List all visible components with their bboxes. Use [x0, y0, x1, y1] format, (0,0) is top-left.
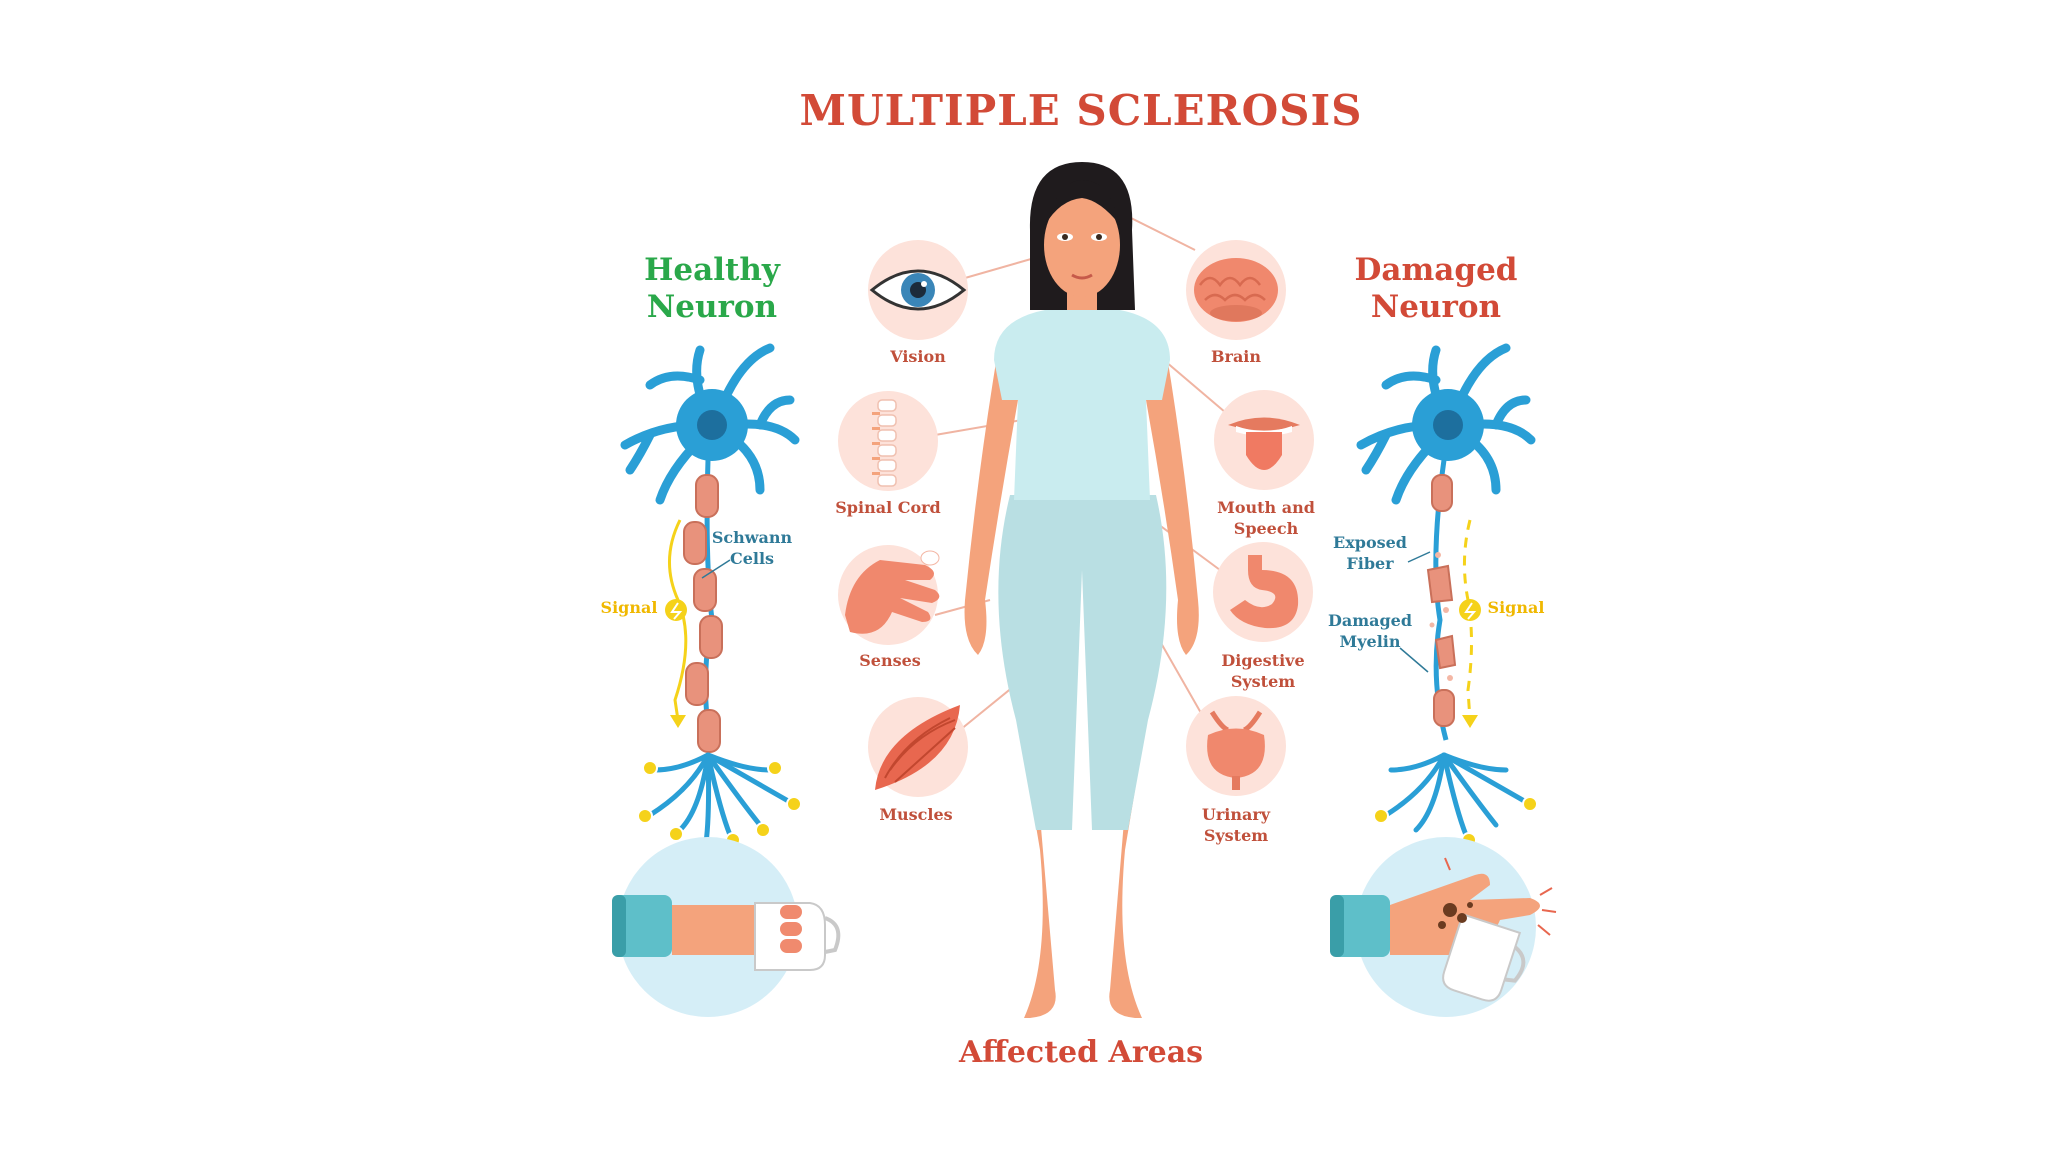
- mouth-icon: [1214, 390, 1314, 490]
- senses-icon: [838, 545, 940, 645]
- healthy-heading-line2: Neuron: [646, 289, 778, 325]
- brain-icon: [1186, 240, 1286, 340]
- mouth-line2: Speech: [1233, 519, 1299, 538]
- healthy-hand-icon: [612, 837, 841, 1017]
- urinary-line1: Urinary: [1201, 805, 1271, 824]
- urinary-line2: System: [1203, 826, 1269, 845]
- senses-label: Senses: [859, 651, 921, 670]
- damaged-heading-line2: Neuron: [1370, 289, 1502, 325]
- urinary-system-label: Urinary System: [1202, 804, 1270, 846]
- digestive-line2: System: [1230, 672, 1296, 691]
- spinal-cord-label: Spinal Cord: [835, 498, 941, 517]
- bladder-icon: [1186, 696, 1286, 796]
- stomach-icon: [1213, 542, 1313, 642]
- spinal-cord-icon: [838, 391, 938, 491]
- woman-figure: [964, 162, 1199, 1018]
- vision-icon: [868, 240, 968, 340]
- damaged-neuron-heading: Damaged Neuron: [1355, 252, 1518, 326]
- healthy-signal-label: Signal: [600, 598, 658, 617]
- vision-label: Vision: [890, 347, 946, 366]
- mouth-line1: Mouth and: [1217, 498, 1315, 517]
- mouth-speech-label: Mouth and Speech: [1217, 497, 1315, 539]
- exposed-fiber-label: Exposed Fiber: [1333, 532, 1407, 574]
- exposed-line2: Fiber: [1346, 554, 1394, 573]
- healthy-neuron: [620, 343, 802, 864]
- myelin-line2: Myelin: [1339, 632, 1401, 651]
- myelin-line1: Damaged: [1327, 611, 1413, 630]
- muscle-icon: [868, 697, 968, 797]
- digestive-line1: Digestive: [1221, 651, 1305, 670]
- schwann-line1: Schwann: [711, 528, 793, 547]
- schwann-cells-label: Schwann Cells: [712, 527, 792, 569]
- schwann-line2: Cells: [729, 549, 775, 568]
- damaged-neuron: [1356, 343, 1538, 848]
- healthy-heading-line1: Healthy: [644, 252, 780, 288]
- digestive-system-label: Digestive System: [1221, 650, 1304, 692]
- muscles-label: Muscles: [879, 805, 953, 824]
- healthy-neuron-heading: Healthy Neuron: [644, 252, 780, 326]
- exposed-line1: Exposed: [1333, 533, 1407, 552]
- affected-areas-caption: Affected Areas: [958, 1035, 1204, 1070]
- damaged-signal-label: Signal: [1487, 598, 1545, 617]
- main-title: MULTIPLE SCLEROSIS: [799, 86, 1363, 135]
- damaged-heading-line1: Damaged: [1354, 252, 1518, 288]
- damaged-hand-icon: [1330, 837, 1557, 1017]
- damaged-myelin-label: Damaged Myelin: [1328, 610, 1412, 652]
- brain-label: Brain: [1210, 347, 1262, 366]
